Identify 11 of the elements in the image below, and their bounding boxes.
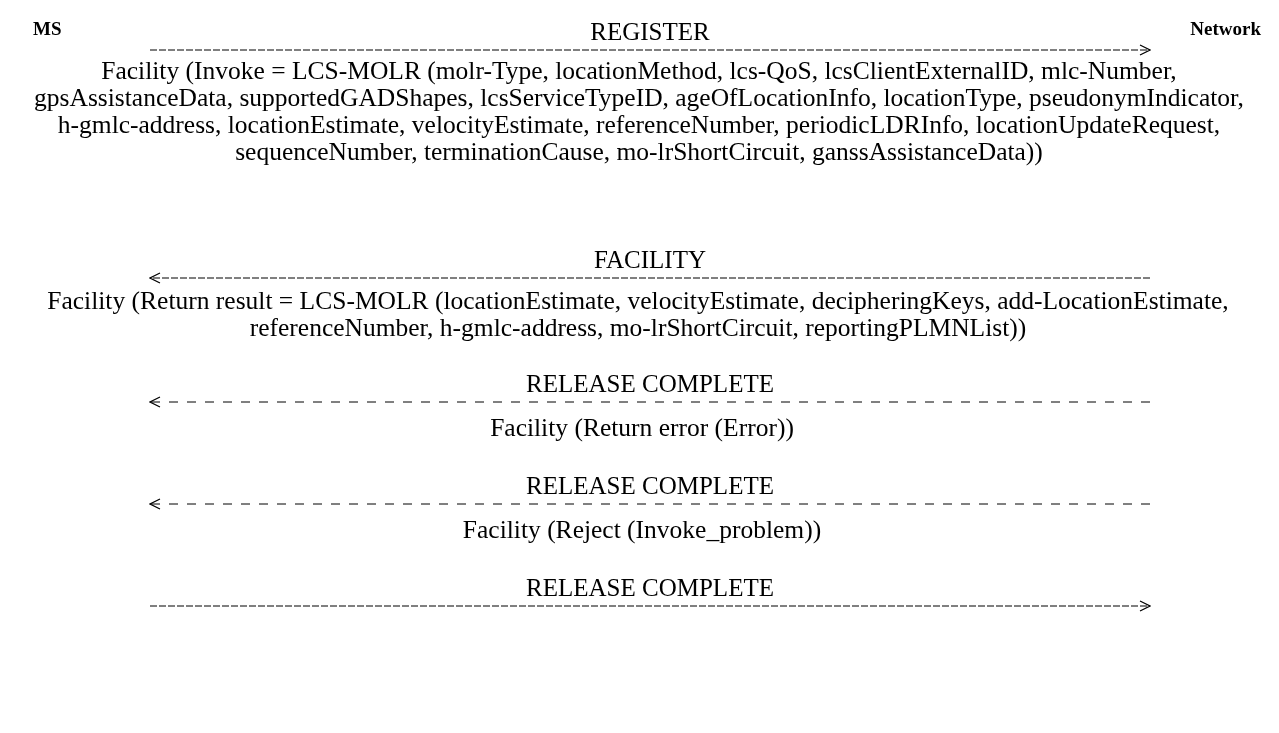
message-name: RELEASE COMPLETE	[526, 372, 774, 396]
message-parameters: Facility (Return error (Error))	[489, 414, 795, 441]
participant-label: Network	[1190, 18, 1261, 40]
message-name: RELEASE COMPLETE	[526, 474, 774, 498]
participant-label: MS	[33, 18, 62, 40]
message-parameters: Facility (Reject (Invoke_problem))	[461, 516, 823, 543]
message-parameters: Facility (Invoke = LCS-MOLR (molr-Type, locationMethod, lcs-QoS, lcsClientExternalID, mlc-Number, gpsAssistanceData, supportedGADShapes, lcsServiceTypeID, ageOfLocationInfo, locationType, pseudonymIndicator, h-gmlc-address, locationEstimate, velocityEstimate, referenceNumber, periodicLDRInfo, locationUpdateRequest, sequenceNumber, terminationCause, mo-lrShortCircuit, ganssAssistanceData))	[33, 57, 1245, 165]
message-parameters: Facility (Return result = LCS-MOLR (locationEstimate, velocityEstimate, decipheringKeys, add-LocationEstimate, referenceNumber, h-gmlc-address, mo-lrShortCircuit, reportingPLMNList))	[46, 287, 1230, 341]
message-name: FACILITY	[594, 248, 706, 272]
message-name: REGISTER	[590, 20, 710, 44]
message-name: RELEASE COMPLETE	[526, 576, 774, 600]
